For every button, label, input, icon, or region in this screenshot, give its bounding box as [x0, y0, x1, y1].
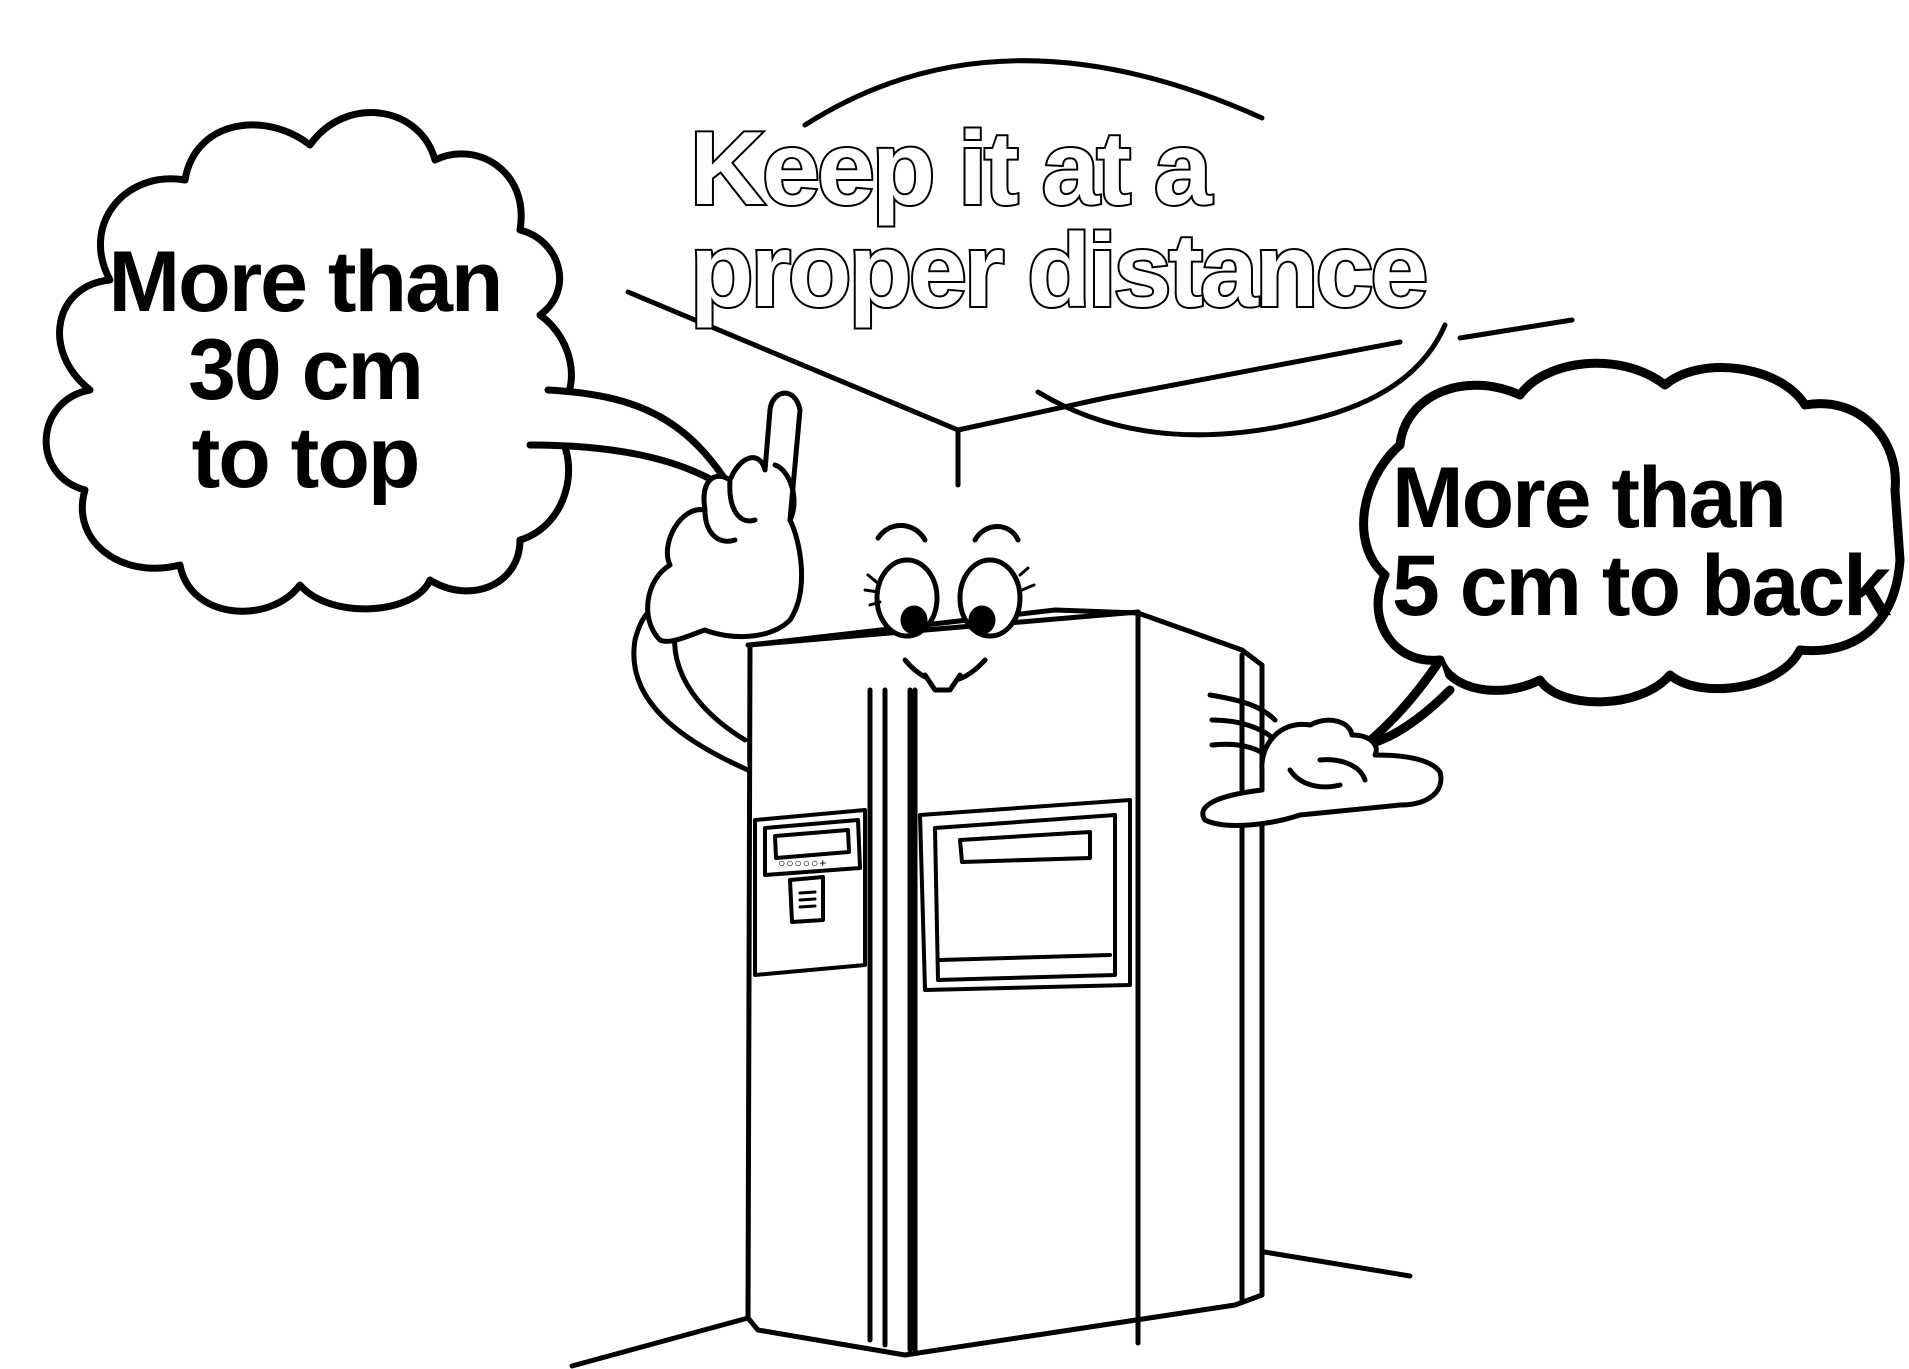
- top-label-line-2: 30 cm: [188, 322, 422, 418]
- top-clearance-label: More than 30 cm to top: [60, 238, 550, 502]
- title-line-2: proper distance: [690, 213, 1425, 329]
- title-text: Keep it at a proper distance: [690, 118, 1425, 322]
- back-clearance-label: More than 5 cm to back: [1392, 454, 1909, 630]
- title-line-1: Keep it at a: [690, 111, 1209, 227]
- refrigerator-body: [748, 610, 1262, 1355]
- top-label-line-3: to top: [192, 410, 419, 506]
- back-label-line-2: 5 cm to back: [1392, 538, 1889, 634]
- dispenser-buttons: ○○○○○+: [778, 856, 827, 870]
- back-label-line-1: More than: [1392, 450, 1785, 546]
- top-label-line-1: More than: [109, 234, 502, 330]
